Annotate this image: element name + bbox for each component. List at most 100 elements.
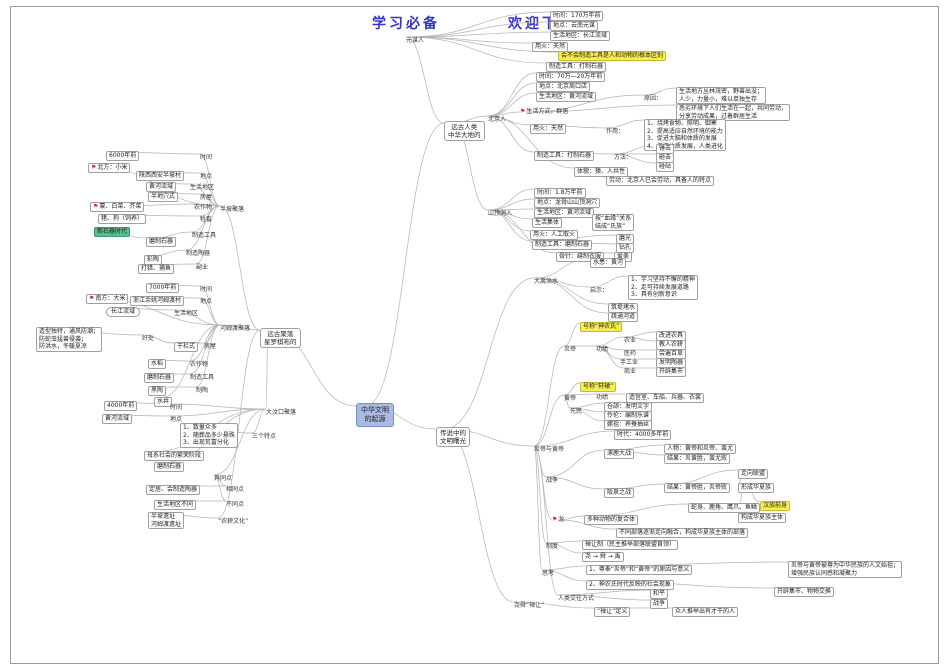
node-bjr[interactable]: 北京人: [488, 116, 506, 124]
node-c0[interactable]: 中华文明 的起源: [356, 403, 394, 427]
node-hmd-pot-v[interactable]: 黑陶: [148, 386, 167, 396]
node-era[interactable]: 时代：4000多年前: [614, 430, 672, 440]
node-hmd-region-v[interactable]: 长江流域: [106, 307, 141, 317]
node-bp-place-v[interactable]: 陕西西安半坡村: [136, 171, 185, 181]
node-dwk-feat-v[interactable]: 1、数量众多 2、随葬品多少悬殊 3、出现贫富分化: [180, 423, 238, 448]
node-hd-gj-v[interactable]: 造宫室、车船、兵器、衣裳: [626, 393, 705, 403]
node-sdd[interactable]: 山顶洞人: [488, 210, 512, 218]
node-sdd-needle[interactable]: 骨针：缝制衣服: [556, 252, 605, 262]
node-long-m[interactable]: 不同部落逐渐走向融合，构成华夏族主体的部落: [616, 528, 749, 538]
node-war[interactable]: 战争: [546, 477, 558, 485]
node-long[interactable]: ⚑龙: [552, 516, 564, 524]
node-hmd-place-v[interactable]: 浙江余姚河姆渡村: [130, 296, 185, 306]
node-zd-seq[interactable]: 尧 → 舜 → 禹: [582, 552, 624, 562]
node-yd-agr-l[interactable]: 农业: [624, 337, 636, 345]
node-hmd-south[interactable]: ⚑南方：大米: [86, 294, 129, 304]
node-dwk-time-l[interactable]: 时间: [170, 404, 182, 412]
node-hmd-place-l[interactable]: 地点: [200, 298, 212, 306]
node-bp-pottery-l[interactable]: 制造陶器: [186, 250, 210, 258]
node-yd[interactable]: 炎帝: [564, 346, 576, 354]
node-sn[interactable]: 号称“神农氏”: [580, 322, 623, 332]
node-ymr-time[interactable]: 时间：170万年前: [550, 11, 604, 21]
node-hmd-tool-l[interactable]: 制造工具: [190, 374, 214, 382]
node-bjr-region[interactable]: 生活地区：黄河流域: [536, 92, 597, 102]
node-zd-v[interactable]: 禅让制（民主推举部落联盟首领）: [582, 540, 679, 550]
node-bjr-life-reason-label[interactable]: 原因：: [644, 95, 662, 103]
node-bjr-place[interactable]: 地点：北京周口店: [536, 82, 591, 92]
node-dayu-qs-l[interactable]: 启示：: [590, 287, 608, 295]
node-hanzu[interactable]: 汉族前身: [760, 501, 791, 511]
node-yd-med-l[interactable]: 医药: [624, 350, 636, 358]
node-mk2-v[interactable]: 开辟集市、物物交换: [774, 587, 835, 597]
node-hmd-tool-v[interactable]: 磨制石器: [144, 373, 175, 383]
node-dwk-diff-l[interactable]: 不同点: [226, 501, 244, 509]
node-bp-time-l[interactable]: 时间: [200, 154, 212, 162]
node-dwk-same-v[interactable]: 定居、会制造陶器: [146, 485, 201, 495]
node-b3[interactable]: 传说中的 文明曙光: [436, 427, 470, 448]
node-sdd-fire[interactable]: 用火：人工取火: [530, 230, 579, 240]
node-ymr-region[interactable]: 生活地区：长江流域: [550, 31, 611, 41]
node-yd-craft-l[interactable]: 手工业: [620, 359, 638, 367]
node-dayu-qs-v[interactable]: 1、学习坚持不懈的精神 2、走可持续发展道路 3、具有创新意识: [628, 275, 698, 300]
node-bp-animal-l[interactable]: 牲畜: [200, 216, 212, 224]
node-bp-place-l[interactable]: 地点: [200, 173, 212, 181]
node-ymr-note[interactable]: 会不会制造工具是人和动物的根本区别: [558, 51, 667, 61]
node-bp-crop-v[interactable]: ⚑粟、白菜、芥菜: [90, 202, 145, 212]
node-zl-p[interactable]: 人物：黄帝和炎帝、蚩尤: [664, 444, 737, 454]
node-dwk-same-l[interactable]: 相同点: [226, 486, 244, 494]
node-bp-house-v[interactable]: 半地穴式: [148, 192, 179, 202]
node-ymr-tool[interactable]: 制造工具：打制石器: [546, 62, 607, 72]
node-bp-animal-v[interactable]: 猪、狗（饲养）: [98, 214, 147, 224]
node-jw-1[interactable]: 和平: [650, 589, 669, 599]
node-hmd-crop-v[interactable]: 水稻: [148, 359, 167, 369]
node-dayu-m2[interactable]: 疏通河道: [608, 312, 639, 322]
node-bjr-fire-label[interactable]: 作用：: [606, 128, 624, 136]
node-ymr-place[interactable]: 地点：云南元谋: [550, 21, 599, 31]
node-hd[interactable]: 黄帝: [564, 395, 576, 403]
node-dwk[interactable]: 大汶口聚落: [266, 409, 296, 417]
node-hmd-well[interactable]: 水井: [154, 397, 173, 407]
node-bp[interactable]: 半坡聚落: [220, 206, 244, 214]
node-bq[interactable]: 阪泉之战: [604, 488, 635, 498]
node-dwk-time-v[interactable]: 4000年前: [104, 401, 138, 411]
node-sdd-tool[interactable]: 制造工具：磨制石器: [532, 240, 593, 250]
node-dwk-place-l[interactable]: 地点: [170, 416, 182, 424]
node-bp-north[interactable]: ⚑北方：小米: [88, 163, 131, 173]
node-union1[interactable]: 走向联盟: [738, 469, 769, 479]
node-hmd-good-l[interactable]: 好处: [142, 335, 154, 343]
node-yd-com-l[interactable]: 商业: [624, 368, 636, 376]
node-bp-house-l[interactable]: 房屋: [200, 194, 212, 202]
node-bjr-time[interactable]: 时间：70万—20万年前: [536, 72, 606, 82]
node-bjr-tool-label[interactable]: 方法：: [614, 154, 632, 162]
node-b2-sites-v[interactable]: 半坡遗址 河姆渡遗址: [148, 512, 185, 529]
node-bp-side-l[interactable]: 副业: [196, 264, 208, 272]
node-hmd[interactable]: 河姆渡聚落: [220, 325, 250, 333]
node-bjr-life[interactable]: ⚑生活方式，群居: [520, 108, 568, 116]
node-yh[interactable]: 炎帝与黄帝: [534, 446, 564, 454]
node-bp-tool-v[interactable]: 磨制石器: [146, 237, 177, 247]
node-yd-gj[interactable]: 功绩: [596, 346, 608, 354]
node-hd-lz[interactable]: 嫘祖：养蚕抽丝: [604, 420, 653, 430]
node-ys-def[interactable]: “禅让”定义: [594, 607, 631, 617]
node-bp-time-v[interactable]: 6000年前: [106, 151, 140, 161]
node-union2[interactable]: 形成华夏族: [738, 483, 775, 493]
node-dwk-feat-l[interactable]: 三个特点: [252, 433, 276, 441]
node-dwk-cmp[interactable]: 异同点: [214, 475, 232, 483]
node-sdd-group-v[interactable]: 按“血缘”关系 结成“氏族”: [592, 214, 635, 231]
node-dayu-issue[interactable]: 水患：黄河: [590, 258, 627, 268]
node-sdd-region[interactable]: 生活地区：黄河流域: [534, 208, 595, 218]
node-bjr-fire[interactable]: 用火：天然: [530, 124, 567, 134]
node-hmd-region-l[interactable]: 生活地区: [174, 310, 198, 318]
node-bjr-labor[interactable]: 劳动：北京人已会劳动，具备人的特点: [606, 176, 715, 186]
node-bq-r[interactable]: 结果：黄帝胜，炎帝败: [664, 483, 731, 493]
node-bp-region-l[interactable]: 生活地区: [190, 184, 214, 192]
node-bjr-tool-3[interactable]: 碰砧: [656, 162, 675, 172]
node-hmd-house-l[interactable]: 房屋: [204, 343, 216, 351]
node-dwk-diff-v[interactable]: 生活地区不同: [154, 500, 197, 510]
node-hmd-house-v[interactable]: 干栏式: [174, 342, 199, 352]
node-dwk-place-v[interactable]: 黄河流域: [102, 414, 133, 424]
node-jw-2[interactable]: 战争: [650, 599, 669, 609]
node-jw[interactable]: 人类交往方式: [558, 595, 594, 603]
node-sdd-time[interactable]: 时间：1.8万年前: [534, 188, 586, 198]
node-dwk-stage[interactable]: 母系社会的繁荣阶段: [144, 451, 205, 461]
